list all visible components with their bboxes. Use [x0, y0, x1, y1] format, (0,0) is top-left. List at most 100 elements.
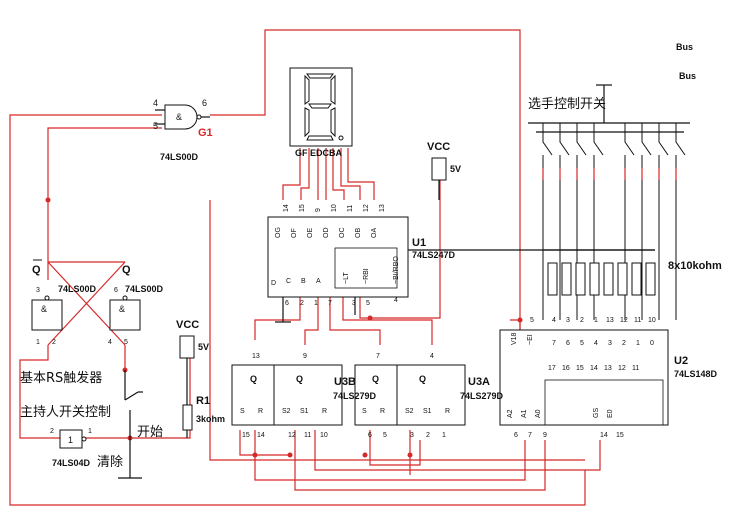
- u1-oc: OC: [339, 228, 346, 239]
- rs-pin3: 3: [36, 287, 40, 294]
- g1-part: 74LS00D: [160, 152, 199, 162]
- u2-inner-11: 11: [632, 365, 639, 372]
- u1-pin-12: 12: [363, 204, 370, 212]
- bus-label-1: Bus: [676, 42, 693, 52]
- rs-pin6: 6: [114, 287, 118, 294]
- u3-pin-2: 2: [426, 432, 430, 439]
- u1-pin-1: 1: [314, 300, 318, 307]
- r1-value: 3kohm: [196, 414, 225, 424]
- u1-part: 74LS247D: [412, 250, 456, 260]
- u2-in-2: 2: [622, 340, 626, 347]
- u2-pin-7: 7: [528, 432, 532, 439]
- display-pin-labels: GF EDCBA: [295, 148, 343, 158]
- u1-name: U1: [412, 237, 426, 249]
- u2-in-6: 6: [566, 340, 570, 347]
- u2-pin-4: 4: [552, 317, 556, 324]
- gate-g1: 4 5 6 & G1 74LS00D: [153, 98, 213, 162]
- u2-in-5: 5: [580, 340, 584, 347]
- u2-inner-15: 15: [576, 365, 584, 372]
- u3-q3: Q: [372, 374, 379, 384]
- u3-pin-1: 1: [442, 432, 446, 439]
- u2-in-4: 4: [594, 340, 598, 347]
- u3a-name: U3A: [468, 376, 490, 388]
- u2-pin-6: 6: [514, 432, 518, 439]
- g1-name: G1: [198, 127, 213, 139]
- rs-gate1-symbol: &: [41, 304, 47, 314]
- u1-pin-2: 2: [300, 300, 304, 307]
- u1-pin-14: 14: [283, 204, 290, 212]
- u2-a1: A1: [521, 409, 528, 418]
- u3-pin-4: 4: [430, 353, 434, 360]
- rs-qbar: Q: [32, 264, 41, 276]
- seven-segment-display: GF EDCBA: [289, 67, 353, 158]
- u3-pin-11: 11: [304, 432, 311, 439]
- g1-pin4: 4: [153, 98, 158, 108]
- u1-oe: OE: [307, 228, 314, 238]
- u3-pin-6: 6: [368, 432, 372, 439]
- switch-title: 选手控制开关: [528, 97, 606, 112]
- u2-inner-12: 12: [618, 365, 626, 372]
- u1-pin-9: 9: [315, 208, 322, 212]
- u1-pin-5: 5: [366, 300, 370, 307]
- vcc-top: VCC 5V: [427, 141, 461, 200]
- not-part: 74LS04D: [52, 458, 91, 468]
- u2-pin-5: 5: [530, 317, 534, 324]
- latch-u3: Q Q Q Q S R S2 S1 R S R S2 S1 R 13 9 7 4…: [231, 353, 504, 439]
- u1-rbi: ~RBI: [363, 268, 370, 284]
- g1-symbol: &: [176, 112, 182, 122]
- u3-pin-5: 5: [383, 432, 387, 439]
- u3-s2-2: S2: [405, 408, 414, 415]
- u3b-part: 74LS279D: [333, 391, 377, 401]
- u3-pin-7: 7: [376, 353, 380, 360]
- u3b-name: U3B: [334, 376, 356, 388]
- rs-pin5: 5: [124, 339, 128, 346]
- decoder-u1: OG OF OE OD OC OB OA 14 15 9 10 11 12 13…: [267, 204, 655, 323]
- u2-in-0: 0: [650, 340, 654, 347]
- u2-inner-13: 13: [604, 365, 612, 372]
- rs-part2: 74LS00D: [125, 284, 164, 294]
- u1-oa: OA: [371, 228, 378, 238]
- u1-lt: ~LT: [343, 272, 350, 284]
- u3-s1-2: S1: [423, 408, 432, 415]
- u1-pin-11: 11: [347, 205, 354, 212]
- u1-output-pins: 14 15 9 10 11 12 13: [283, 204, 386, 212]
- u1-pin-13: 13: [379, 204, 386, 212]
- u1-od: OD: [323, 228, 330, 239]
- rs-pin2: 2: [52, 339, 56, 346]
- u2-ei: ~EI: [527, 334, 534, 345]
- u3-q2: Q: [296, 374, 303, 384]
- rs-part1: 74LS00D: [58, 284, 97, 294]
- rs-flip-flop: & & Q Q 74LS00D 74LS00D 3 6 1 2 4 5 基本RS…: [20, 259, 164, 386]
- u1-pin-6: 6: [285, 300, 289, 307]
- u2-gs: GS: [593, 408, 600, 418]
- not-gate-symbol: 1: [68, 435, 73, 445]
- u2-pin-15: 15: [616, 432, 624, 439]
- u2-e0: E0: [607, 409, 614, 418]
- u2-pin-3: 3: [566, 317, 570, 324]
- u2-pin-14: 14: [600, 432, 608, 439]
- u1-ob: OB: [355, 228, 362, 238]
- u3-r-2: R: [322, 408, 327, 415]
- u3-pin-9: 9: [303, 353, 307, 360]
- host-title: 主持人开关控制: [20, 405, 111, 420]
- u3-r-3: R: [380, 408, 385, 415]
- u1-output-labels: OG OF OE OD OC OB OA: [275, 227, 378, 238]
- u2-a2: A2: [507, 409, 514, 418]
- u2-pin-11: 11: [634, 317, 641, 324]
- u2-in-7: 7: [552, 340, 556, 347]
- u2-top-labels: 7 6 5 4 3 2 1 0: [552, 340, 654, 347]
- rs-gate2-symbol: &: [119, 304, 125, 314]
- vcc-top-voltage: 5V: [450, 164, 461, 174]
- not-pin2: 2: [50, 428, 54, 435]
- resistor-array: 8x10kohm: [543, 249, 722, 296]
- u1-og: OG: [275, 227, 282, 238]
- u1-bi-rbo: ~BI/RBO: [393, 256, 400, 284]
- u2-pin-2: 2: [580, 317, 584, 324]
- u3-pin-13: 13: [252, 353, 260, 360]
- u3-s-2: S: [362, 408, 367, 415]
- u2-a0: A0: [535, 409, 542, 418]
- clear-label: 清除: [97, 455, 123, 470]
- u1-pin-7: 7: [328, 300, 332, 307]
- u3-pin-12: 12: [288, 432, 296, 439]
